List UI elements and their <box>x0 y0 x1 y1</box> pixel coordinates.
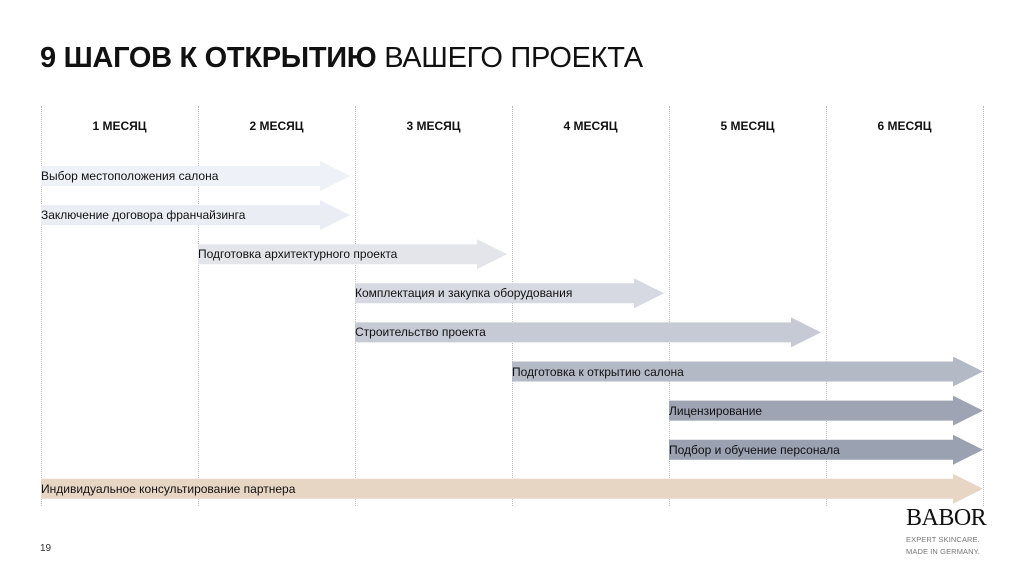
month-header: 4 МЕСЯЦ <box>563 119 618 133</box>
task-row: Заключение договора франчайзинга <box>41 200 350 231</box>
month-divider <box>41 106 42 506</box>
task-label: Индивидуальное консультирование партнера <box>41 481 296 496</box>
task-row: Комплектация и закупка оборудования <box>355 278 664 309</box>
month-header: 6 МЕСЯЦ <box>877 119 932 133</box>
task-arrow <box>41 200 350 231</box>
task-label: Подбор и обучение персонала <box>669 442 840 457</box>
month-divider <box>826 106 827 506</box>
task-row: Подбор и обучение персонала <box>669 434 983 465</box>
task-arrow <box>355 278 664 309</box>
task-row: Выбор местоположения салона <box>41 161 350 191</box>
task-label: Подготовка к открытию салона <box>512 364 684 379</box>
month-header: 3 МЕСЯЦ <box>406 119 461 133</box>
title-bold: 9 ШАГОВ К ОТКРЫТИЮ <box>40 42 377 74</box>
task-label: Заключение договора франчайзинга <box>41 208 246 223</box>
task-arrow <box>41 473 983 504</box>
page-title: 9 ШАГОВ К ОТКРЫТИЮ ВАШЕГО ПРОЕКТА <box>40 42 643 75</box>
task-row: Подготовка архитектурного проекта <box>198 239 507 270</box>
task-label: Лицензирование <box>669 403 763 418</box>
month-header: 2 МЕСЯЦ <box>249 119 304 133</box>
task-row: Индивидуальное консультирование партнера <box>41 473 983 504</box>
logo-tagline-2: MADE IN GERMANY. <box>906 547 980 556</box>
task-label: Выбор местоположения салона <box>41 169 219 183</box>
month-divider <box>512 106 513 506</box>
title-regular: ВАШЕГО ПРОЕКТА <box>384 42 643 74</box>
logo-tagline-1: EXPERT SKINCARE. <box>906 535 980 544</box>
task-arrow <box>41 161 350 191</box>
task-row: Лицензирование <box>669 395 983 426</box>
month-divider <box>198 106 199 506</box>
task-arrow <box>669 395 983 426</box>
task-label: Строительство проекта <box>355 325 486 340</box>
task-row: Подготовка к открытию салона <box>512 356 983 387</box>
task-label: Комплектация и закупка оборудования <box>355 286 573 301</box>
logo-brand: BABOR <box>906 505 987 531</box>
month-divider <box>669 106 670 506</box>
babor-logo: BABOR EXPERT SKINCARE. MADE IN GERMANY. <box>906 505 987 556</box>
task-arrow <box>669 434 983 465</box>
task-arrow <box>512 356 983 387</box>
task-label: Подготовка архитектурного проекта <box>198 247 398 262</box>
month-divider <box>355 106 356 506</box>
month-header: 5 МЕСЯЦ <box>720 119 775 133</box>
month-header: 1 МЕСЯЦ <box>92 119 147 133</box>
task-arrow <box>198 239 507 270</box>
page-number: 19 <box>40 543 52 554</box>
task-row: Строительство проекта <box>355 317 821 348</box>
month-divider <box>983 106 984 506</box>
task-arrow <box>355 317 821 348</box>
